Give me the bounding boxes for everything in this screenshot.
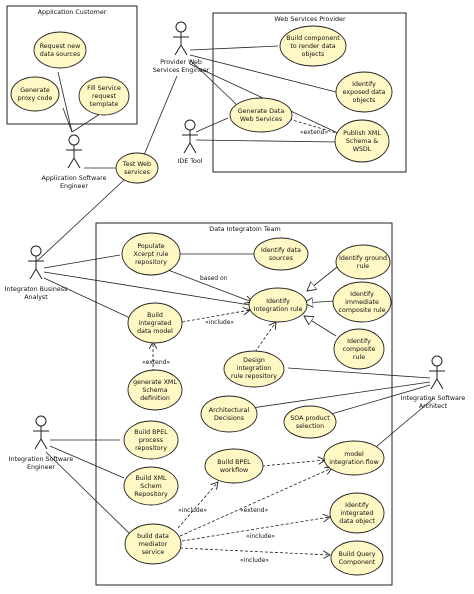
boundary-web-services-provider [212, 12, 407, 173]
include-label: «include» [246, 533, 275, 540]
extend-label: «extend» [300, 129, 328, 136]
based-on-label: based on [200, 275, 228, 282]
include-label: «include» [205, 319, 234, 326]
actor-ide-tool[interactable]: IDE Tool [178, 119, 203, 165]
svg-text:IDE Tool: IDE Tool [178, 158, 203, 165]
boundary-application-customer-title: Application Customer [38, 8, 107, 16]
dependency-lines [153, 117, 342, 555]
include-label: «include» [240, 557, 269, 564]
boundary-data-integration-team-title: Data Integratoin Team [209, 225, 280, 233]
boundary-web-services-provider-title: Web Services Provider [274, 15, 346, 23]
extend-label: «extend» [240, 507, 268, 514]
extend-label: «extend» [142, 359, 170, 366]
include-label: «include» [178, 507, 207, 514]
boundary-data-integration-team [95, 222, 393, 586]
boundary-application-customer [6, 5, 138, 125]
